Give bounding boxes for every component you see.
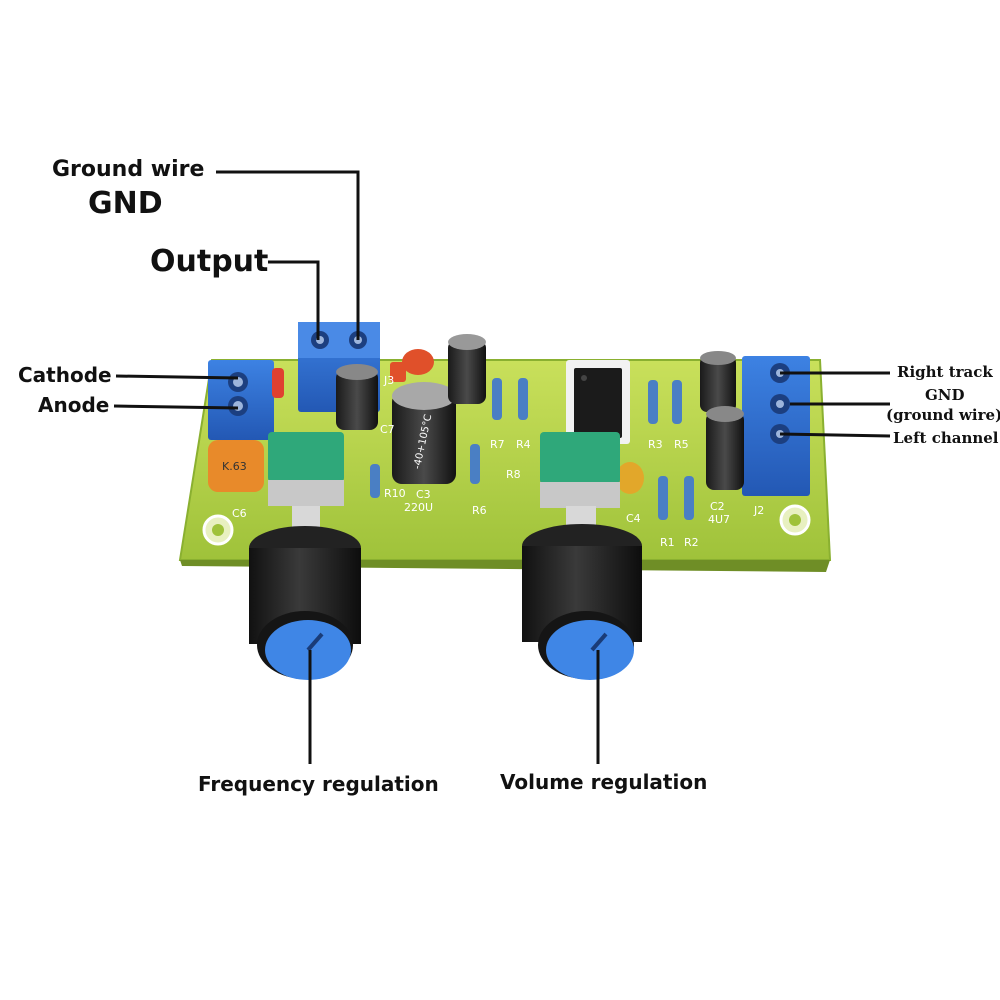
output-label: Output: [150, 244, 269, 279]
silk-j3: J3: [383, 374, 394, 387]
gnd-right-label: GND: [925, 386, 965, 404]
frequency-knob[interactable]: [249, 526, 361, 680]
frequency-potentiometer: [268, 432, 344, 532]
silk-c4: C4: [626, 512, 641, 525]
callout-lines: [113, 170, 891, 764]
volume-potentiometer: [540, 432, 620, 532]
silk-c3: C3: [416, 488, 431, 501]
silk-r6: R6: [472, 504, 487, 517]
cathode-line: [115, 374, 239, 380]
cap-mark-text: K.63: [222, 460, 247, 473]
volume-knob[interactable]: [522, 524, 642, 680]
tantalum-capacitors: [390, 349, 434, 382]
ceramic-capacitor: [616, 462, 644, 494]
left-channel-label: Left channel: [893, 429, 999, 447]
silk-r8: R8: [506, 468, 521, 481]
resistors: [370, 378, 694, 520]
silk-c2-value: 4U7: [708, 513, 730, 526]
gnd-top-label: GND: [88, 186, 163, 221]
film-capacitor: K.63: [208, 440, 264, 492]
electrolytic-capacitors: -40+105°C: [336, 334, 744, 490]
ic-chip: [566, 360, 630, 444]
silk-r5: R5: [674, 438, 689, 451]
silk-r2: R2: [684, 536, 699, 549]
silkscreen-labels: C6 C7 C3 220U R10 R7 R4 R8 R6 R3 R5 R1 R…: [232, 374, 764, 549]
silk-r10: R10: [384, 487, 406, 500]
silk-r1: R1: [660, 536, 675, 549]
silk-r3: R3: [648, 438, 663, 451]
ground-wire-paren-label: (ground wire): [886, 406, 1000, 424]
anode-line: [113, 404, 239, 410]
ground-wire-line: [216, 170, 360, 340]
silk-j2: J2: [753, 504, 764, 517]
silk-c7: C7: [380, 423, 395, 436]
right-track-label: Right track: [897, 363, 993, 381]
silk-r4: R4: [516, 438, 531, 451]
volume-regulation-label: Volume regulation: [500, 770, 708, 794]
silk-c3-value: 220U: [404, 501, 433, 514]
silk-r7: R7: [490, 438, 505, 451]
cathode-label: Cathode: [18, 363, 112, 387]
left-channel-line: [779, 432, 891, 438]
silk-c2: C2: [710, 500, 725, 513]
output-line: [268, 260, 320, 340]
frequency-regulation-label: Frequency regulation: [198, 772, 439, 796]
silk-c6: C6: [232, 507, 247, 520]
ground-wire-label: Ground wire: [52, 157, 205, 182]
input-terminal-block: [742, 356, 810, 496]
power-terminal-block: [208, 360, 284, 440]
anode-label: Anode: [38, 393, 110, 417]
